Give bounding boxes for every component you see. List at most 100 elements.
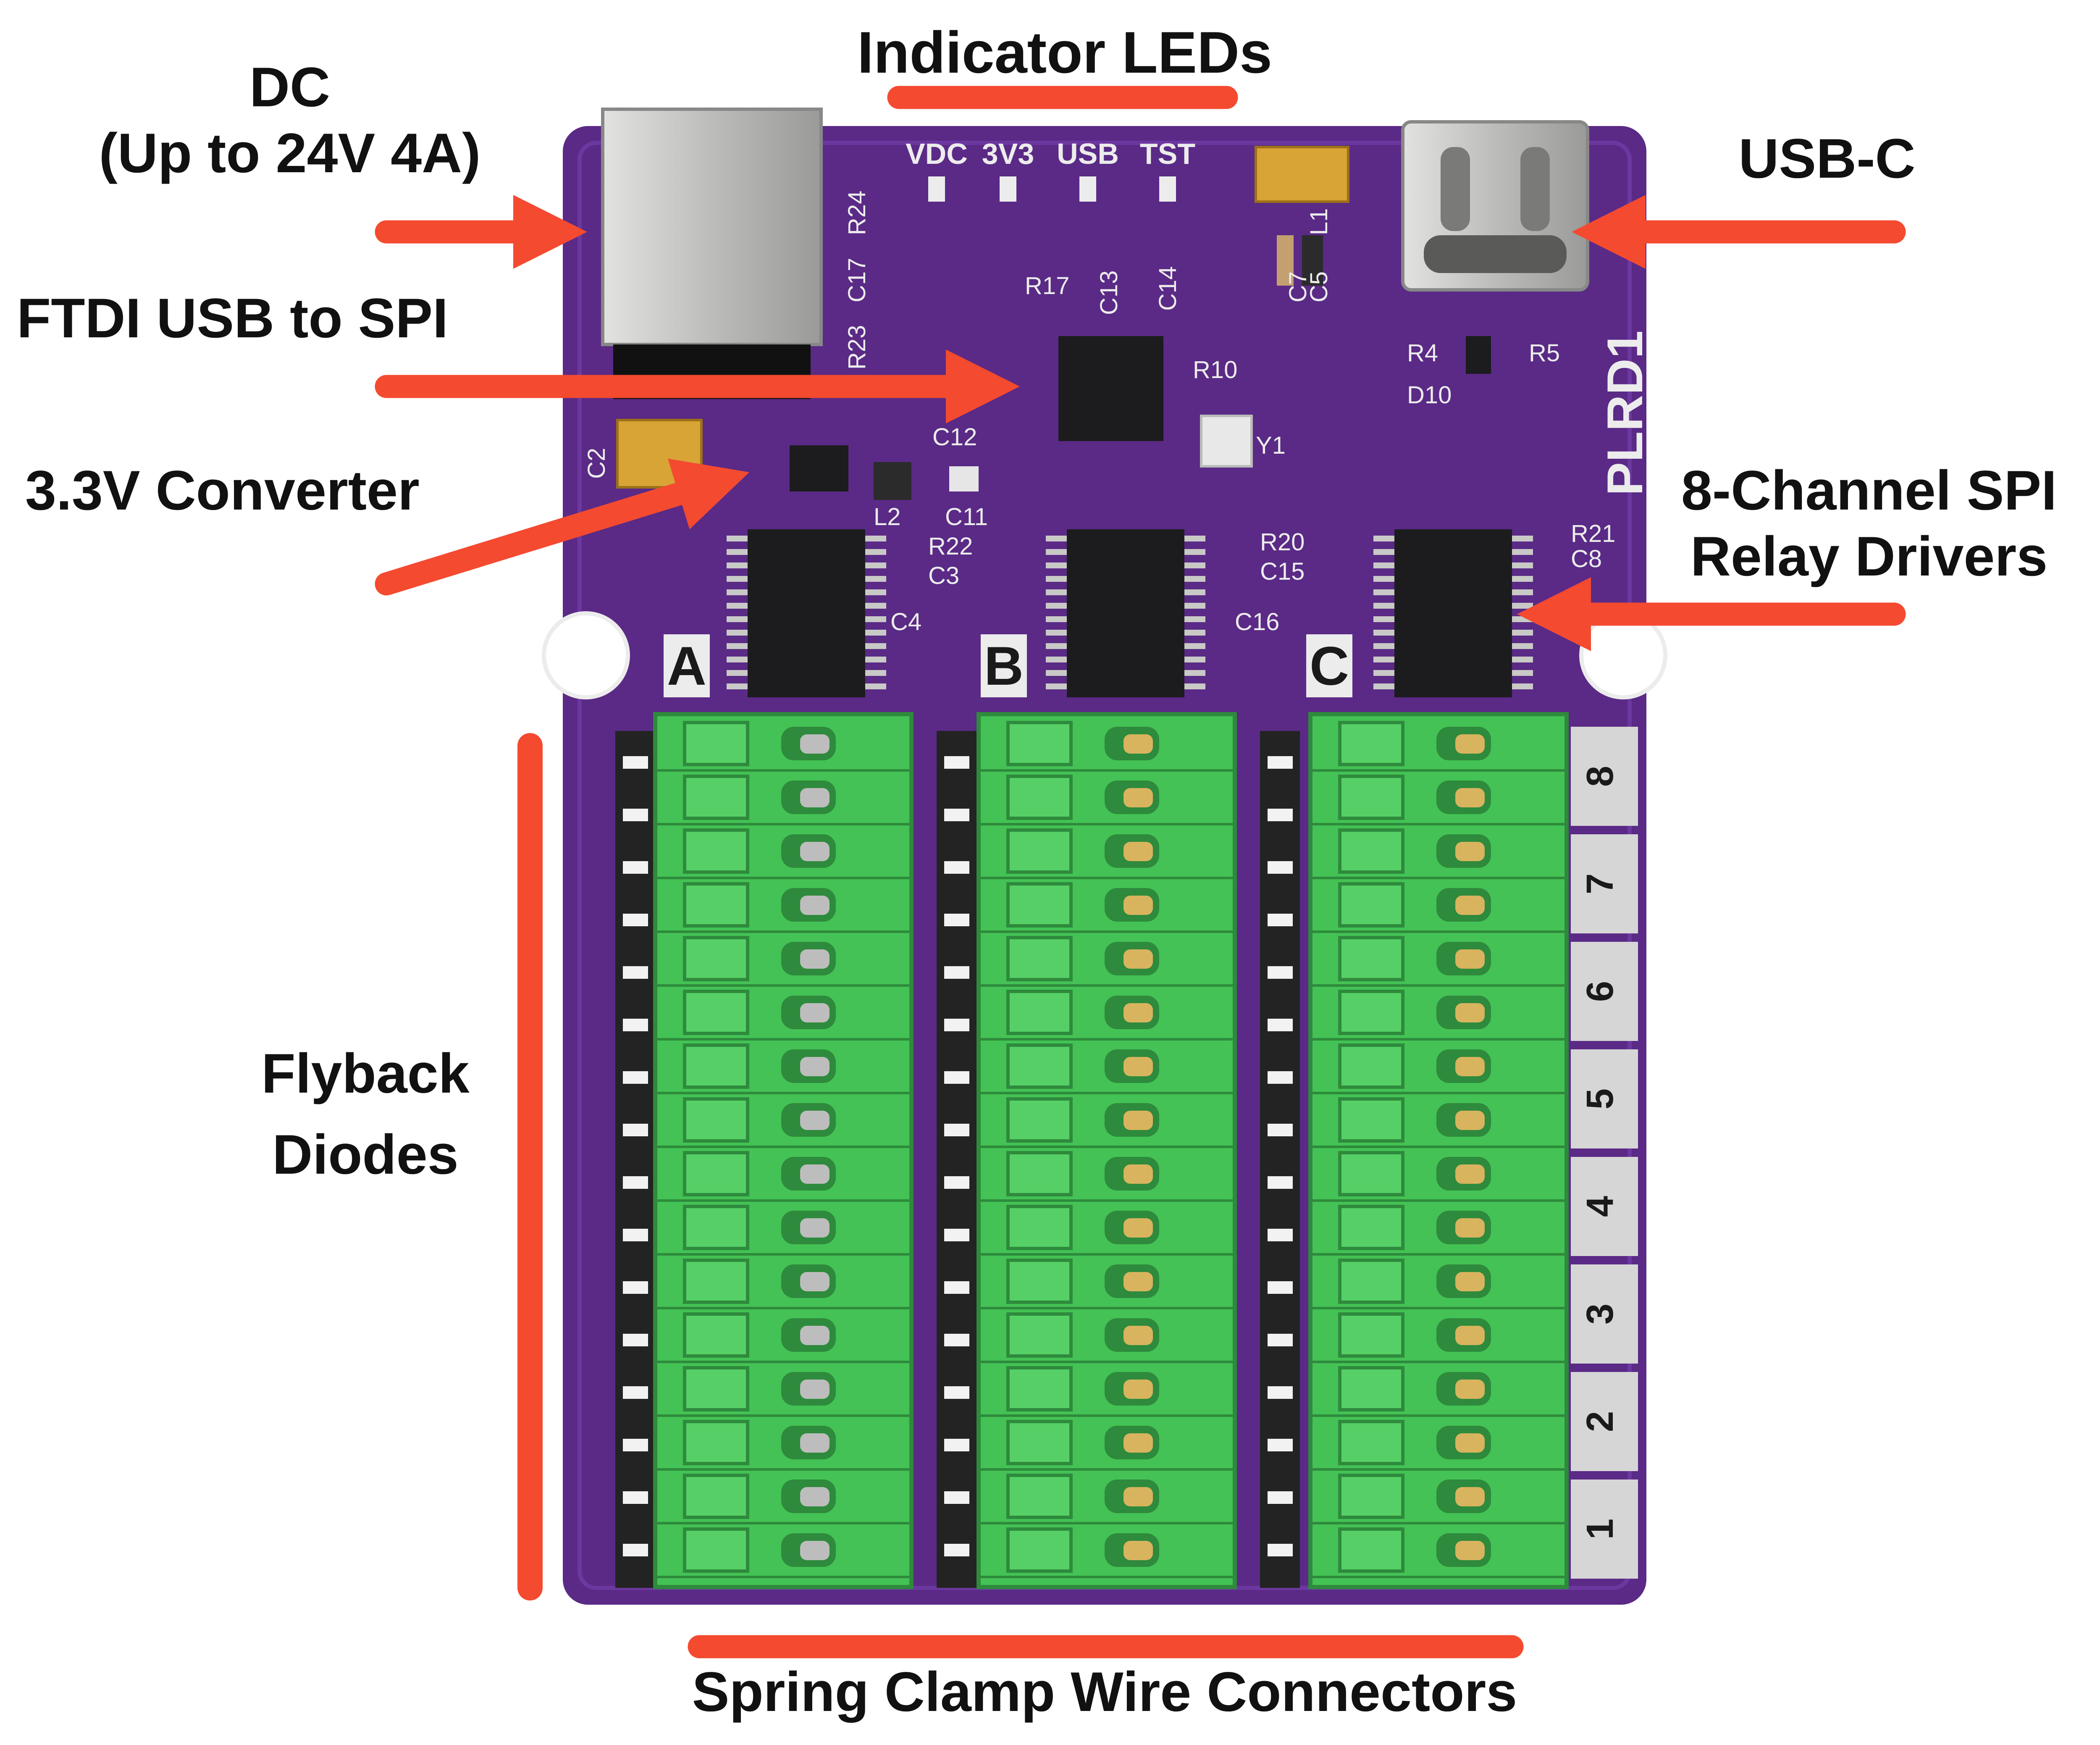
capacitor-c11 bbox=[949, 466, 979, 491]
flyback-diode bbox=[1268, 861, 1293, 874]
refdes-c16: C16 bbox=[1235, 608, 1279, 636]
flyback-diode bbox=[1268, 1071, 1293, 1084]
channel-label-box bbox=[1571, 942, 1638, 1041]
clamp-lever bbox=[1338, 990, 1404, 1035]
clamp-lever bbox=[1338, 1097, 1404, 1143]
chip-lead bbox=[865, 643, 886, 649]
flyback-diode bbox=[1268, 1019, 1293, 1031]
chip-lead bbox=[865, 603, 886, 609]
chip-lead bbox=[1373, 643, 1394, 649]
refdes-l2: L2 bbox=[874, 503, 901, 531]
transistor-d10 bbox=[1466, 336, 1491, 374]
clamp-contact bbox=[1124, 734, 1153, 754]
flyback-diode bbox=[623, 809, 648, 821]
capacitor-c7 bbox=[1277, 235, 1294, 286]
flyback-diode bbox=[944, 914, 969, 926]
refdes-c13: C13 bbox=[1095, 271, 1123, 315]
bank-label-b: B bbox=[984, 635, 1024, 696]
chip-lead bbox=[1512, 643, 1533, 649]
chip-lead bbox=[1184, 536, 1205, 541]
flyback-diode bbox=[623, 1229, 648, 1241]
clamp-lever bbox=[683, 1312, 749, 1358]
clamp-lever bbox=[1006, 1312, 1073, 1358]
clamp-lever bbox=[683, 936, 749, 981]
chip-lead bbox=[1512, 589, 1533, 595]
clamp-lever bbox=[1006, 882, 1073, 928]
crystal-y1 bbox=[1200, 415, 1253, 468]
clamp-contact bbox=[1124, 1164, 1153, 1184]
clamp-lever bbox=[1338, 721, 1404, 766]
diode-strip bbox=[1260, 731, 1300, 1588]
flyback-diode bbox=[1268, 1491, 1293, 1504]
clamp-lever bbox=[1006, 775, 1073, 820]
chip-lead bbox=[1512, 616, 1533, 622]
clamp-contact bbox=[1455, 1541, 1485, 1560]
flyback-diode bbox=[623, 1071, 648, 1084]
refdes-c11: C11 bbox=[945, 503, 988, 531]
clamp-lever bbox=[683, 1527, 749, 1573]
chip-lead bbox=[1046, 549, 1067, 555]
flyback-diode bbox=[623, 756, 648, 769]
clamp-contact bbox=[1455, 949, 1485, 969]
clamp-lever bbox=[1006, 1366, 1073, 1411]
clamp-contact bbox=[800, 1487, 830, 1506]
chip-lead bbox=[727, 670, 748, 676]
flyback-diode-strips bbox=[615, 731, 1300, 1588]
chip-lead bbox=[865, 630, 886, 636]
refdes-c3: C3 bbox=[928, 562, 959, 589]
channel-number-6: 6 bbox=[1579, 981, 1621, 1002]
clamp-lever bbox=[1006, 1420, 1073, 1465]
indicator-leds-label: Indicator LEDs bbox=[857, 19, 1272, 85]
clamp-lever bbox=[683, 1366, 749, 1411]
converter-arrow bbox=[375, 458, 750, 596]
chip-lead bbox=[1373, 562, 1394, 568]
chip-lead bbox=[1184, 549, 1205, 555]
relay-drivers-label-line2: Relay Drivers bbox=[1690, 525, 2048, 588]
chip-lead bbox=[1046, 643, 1067, 649]
flyback-diode bbox=[1268, 1544, 1293, 1556]
flyback-diodes-label-line2: Diodes bbox=[272, 1123, 459, 1186]
flyback-diode bbox=[944, 1019, 969, 1031]
chip-lead bbox=[1373, 683, 1394, 689]
refdes-r4: R4 bbox=[1407, 339, 1438, 367]
chip-lead bbox=[1512, 562, 1533, 568]
clamp-contact bbox=[800, 1111, 830, 1130]
flyback-diode bbox=[1268, 1386, 1293, 1399]
refdes-r17: R17 bbox=[1025, 272, 1069, 300]
flyback-diode bbox=[1268, 966, 1293, 979]
clamp-contact bbox=[800, 1218, 830, 1238]
flyback-diode bbox=[623, 1334, 648, 1346]
mounting-notch-left bbox=[542, 611, 630, 699]
chip-lead bbox=[1184, 562, 1205, 568]
clamp-lever bbox=[1338, 1043, 1404, 1089]
channel-label-box bbox=[1571, 834, 1638, 933]
clamp-contact bbox=[800, 1003, 830, 1022]
indicator-led-pads bbox=[928, 176, 1176, 202]
ftdi-label: FTDI USB to SPI bbox=[17, 287, 449, 350]
clamp-contact bbox=[800, 1164, 830, 1184]
chip-lead bbox=[865, 683, 886, 689]
clamp-contact bbox=[800, 1380, 830, 1399]
flyback-diode bbox=[1268, 1281, 1293, 1294]
led-label-vdc: VDC bbox=[906, 137, 968, 170]
clamp-lever bbox=[683, 1474, 749, 1519]
flyback-diode bbox=[1268, 1229, 1293, 1241]
clamp-contact bbox=[800, 734, 830, 754]
spring-clamp-label: Spring Clamp Wire Connectors bbox=[692, 1661, 1517, 1723]
clamp-contact bbox=[1124, 788, 1153, 807]
clamp-lever bbox=[1006, 828, 1073, 874]
ftdi-chip bbox=[1058, 336, 1163, 441]
chip-lead bbox=[1373, 657, 1394, 662]
chip-lead bbox=[1512, 630, 1533, 636]
flyback-diode bbox=[944, 861, 969, 874]
chip-lead bbox=[1512, 683, 1533, 689]
flyback-diode bbox=[944, 1386, 969, 1399]
refdes-r21: R21 bbox=[1571, 520, 1615, 547]
clamp-lever bbox=[683, 1205, 749, 1250]
refdes-r24: R24 bbox=[843, 191, 871, 235]
inductor-l1 bbox=[1302, 235, 1323, 286]
clamp-lever bbox=[1338, 775, 1404, 820]
